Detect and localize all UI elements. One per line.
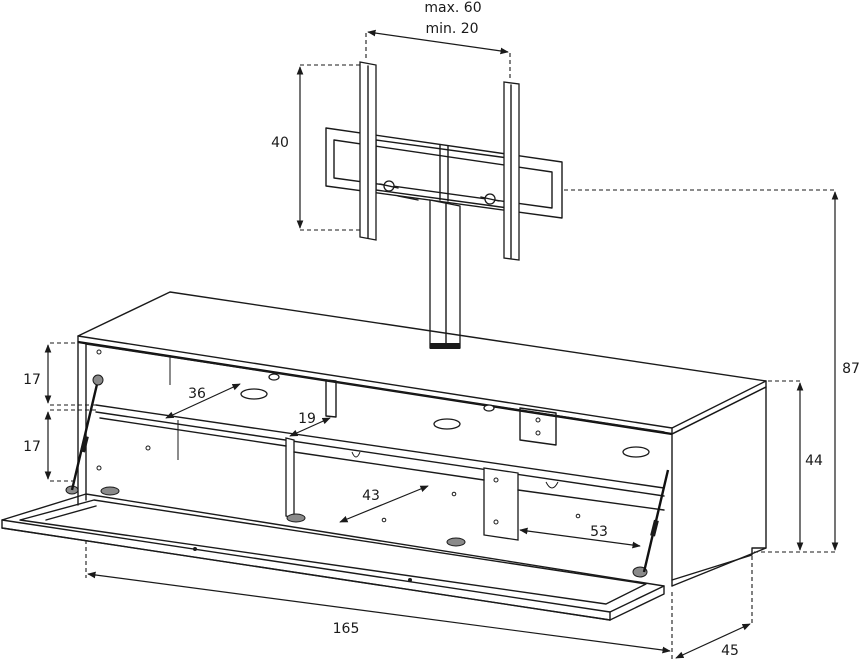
label-depth-mid: 43 — [362, 488, 380, 504]
left-gas-strut — [70, 379, 100, 491]
drop-down-door — [1, 485, 665, 621]
bracket-frame-inner — [333, 139, 553, 209]
shelf-front — [95, 404, 665, 489]
label-bracket-height: 40 — [271, 135, 289, 151]
label-depth-left: 36 — [188, 386, 206, 402]
cable-hole-icon — [622, 446, 650, 458]
label-cabinet-height: 44 — [805, 453, 823, 469]
label-shelf-upper: 17 — [23, 372, 41, 388]
door-hole-icon — [193, 547, 197, 551]
support-column — [429, 199, 461, 349]
label-width-min: min. 20 — [425, 21, 478, 37]
cabinet-top — [77, 291, 767, 429]
hinge-icon — [100, 486, 120, 496]
column-base — [430, 343, 460, 349]
label-depth-right: 53 — [590, 524, 608, 540]
tv-bracket — [325, 61, 563, 349]
label-length: 165 — [333, 621, 360, 637]
cabinet — [77, 291, 767, 587]
door-hole-icon — [408, 578, 412, 582]
right-side-panel — [671, 386, 767, 587]
dimension-labels: max. 60 min. 20 40 87 44 17 17 36 19 43 … — [23, 0, 860, 659]
label-depth-mid-small: 19 — [298, 411, 316, 427]
dimensions — [44, 29, 839, 660]
cable-hole-icon — [240, 388, 268, 400]
bracket-frame — [325, 127, 563, 219]
door-panel — [1, 493, 665, 613]
cable-hole-icon — [433, 418, 461, 430]
hinge-icon — [446, 537, 466, 547]
gas-struts — [70, 374, 670, 573]
label-total-height: 87 — [842, 361, 860, 377]
width-dimension-line — [367, 29, 509, 55]
hinge-icon — [286, 513, 306, 523]
label-shelf-lower: 17 — [23, 439, 41, 455]
label-width-max: max. 60 — [424, 0, 481, 16]
label-depth: 45 — [721, 643, 739, 659]
